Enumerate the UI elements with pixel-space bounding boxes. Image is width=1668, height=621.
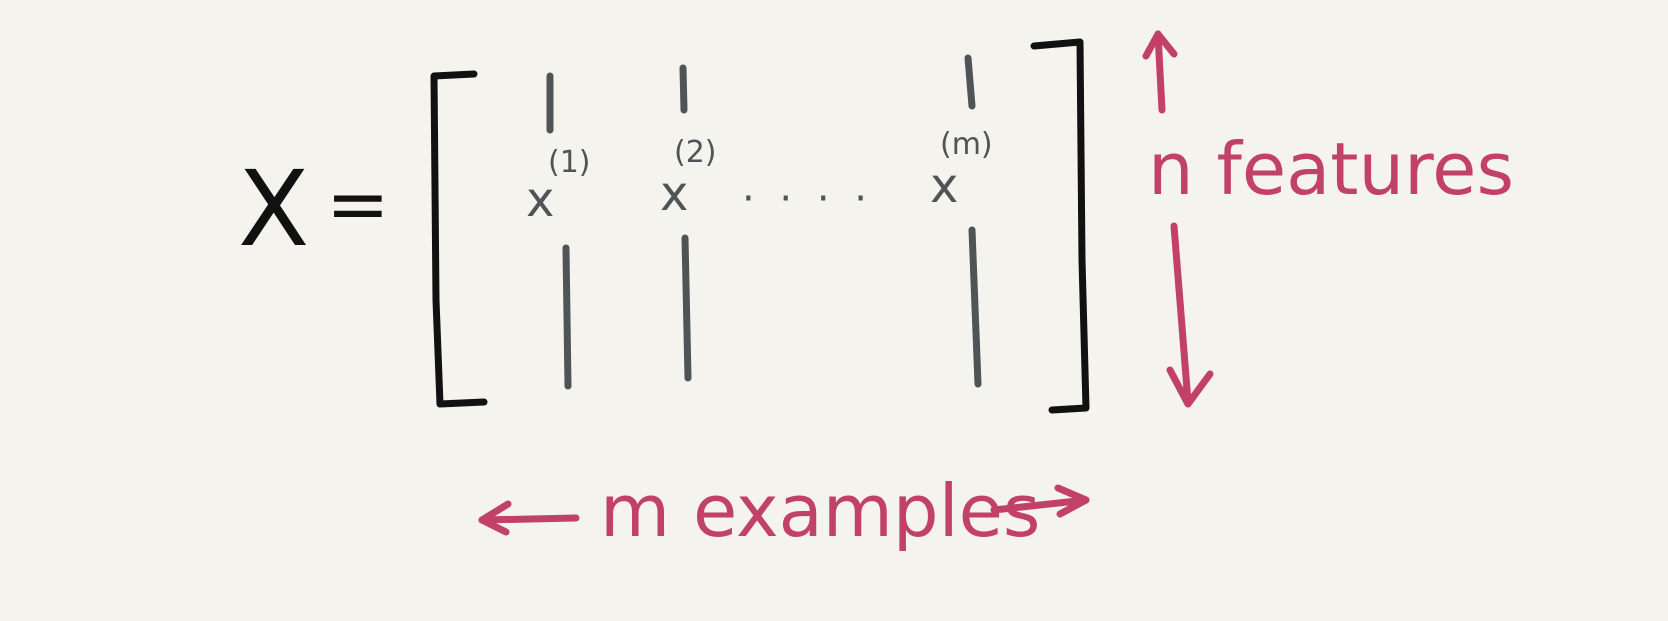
- features-label: n features: [1148, 127, 1514, 211]
- column-2-top-line: [679, 64, 688, 114]
- matrix-symbol-x: X: [238, 148, 309, 270]
- features-arrow-lower-shaft: [1170, 222, 1192, 406]
- column-1-bottom-line: [562, 244, 572, 390]
- right-bracket: [1030, 38, 1090, 414]
- column-1-superscript: (1): [548, 145, 591, 180]
- examples-arrow-right-shaft: [990, 496, 1090, 514]
- column-m-top-line: [964, 54, 976, 110]
- column-2-superscript: (2): [674, 135, 717, 170]
- features-arrow-up-head: [1142, 30, 1178, 60]
- examples-arrow-left-shaft: [478, 514, 580, 524]
- column-m-bottom-line: [968, 226, 982, 388]
- left-bracket: [430, 70, 488, 408]
- equals-sign: =: [326, 159, 390, 248]
- column-1-symbol: x: [526, 172, 554, 228]
- examples-arrow-left-head: [478, 500, 512, 536]
- column-m-symbol: x: [930, 158, 958, 214]
- examples-label: m examples: [600, 469, 1040, 553]
- column-2-bottom-line: [681, 234, 692, 382]
- features-arrow-down-head: [1166, 366, 1214, 408]
- column-m-superscript: (m): [940, 127, 993, 162]
- features-arrow-upper-shaft: [1154, 30, 1166, 114]
- examples-arrow-right-head: [1054, 484, 1090, 518]
- ellipsis: · · · ·: [742, 176, 873, 222]
- column-2-symbol: x: [660, 166, 688, 222]
